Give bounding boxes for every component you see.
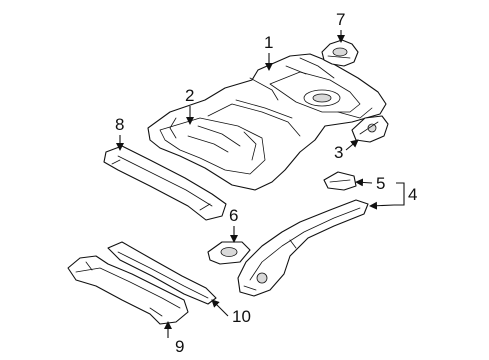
rear-bracket-part <box>351 115 389 143</box>
callout-10: 10 <box>232 307 251 326</box>
callout-3: 3 <box>334 143 343 162</box>
callout-7: 7 <box>336 10 345 29</box>
callout-10-leader <box>211 299 229 317</box>
pad-part <box>207 241 251 265</box>
callout-2: 2 <box>185 86 194 105</box>
floor-pan-part <box>147 53 387 191</box>
callout-8: 8 <box>115 115 124 134</box>
callout-9: 9 <box>175 337 184 356</box>
callout-4-bracket <box>394 182 405 206</box>
callout-5-leader <box>355 178 373 187</box>
callout-5: 5 <box>376 174 385 193</box>
callout-3-leader <box>345 139 359 151</box>
reinforcement-part <box>323 171 357 191</box>
cross-member-part <box>103 145 227 221</box>
callout-4-leader <box>369 201 395 210</box>
callout-6: 6 <box>229 206 238 225</box>
callout-4: 4 <box>408 185 417 204</box>
callout-1: 1 <box>264 33 273 52</box>
rear-rail-part <box>237 199 369 297</box>
mount-bracket-part <box>321 39 359 67</box>
front-rail-part <box>67 241 217 325</box>
